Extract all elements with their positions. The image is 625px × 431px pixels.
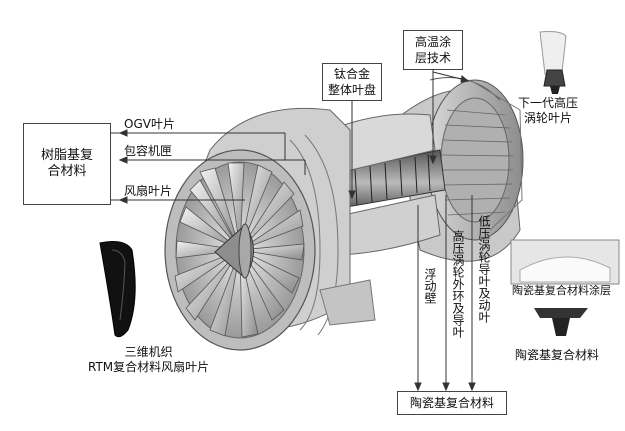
fan-casing xyxy=(164,107,351,351)
ceramic-coating-image xyxy=(510,239,620,285)
floating-wall-label: 浮动壁 xyxy=(423,268,437,304)
ceramic-matrix-box: 陶瓷基复合材料 xyxy=(397,391,507,415)
thermal-coating-box: 高温涂 层技术 xyxy=(403,30,463,70)
lp-turbine-vanes-label: 低压涡轮导叶及动叶 xyxy=(477,215,491,323)
fan-blade-label: 风扇叶片 xyxy=(124,184,173,198)
ogv-blade-label: OGV叶片 xyxy=(124,117,175,131)
ceramic-coating-label: 陶瓷基复合材料涂层 xyxy=(512,284,611,297)
leader-lines xyxy=(110,68,476,392)
ceramic-component-image xyxy=(534,308,588,336)
resin-composite-box: 树脂基复 合材料 xyxy=(23,123,111,205)
rtm-blade-image xyxy=(99,241,136,338)
hp-turbine-shroud-label: 高压涡轮外环及导叶 xyxy=(451,230,465,338)
containment-casing-label: 包容机匣 xyxy=(124,144,173,158)
rtm-fan-blade-label: 三维机织 RTM复合材料风扇叶片 xyxy=(88,345,210,374)
ceramic-matrix-label: 陶瓷基复合材料 xyxy=(515,348,600,362)
titanium-blisk-box: 钛合金 整体叶盘 xyxy=(322,63,382,101)
next-gen-turbine-blade-label: 下一代高压 涡轮叶片 xyxy=(518,96,579,125)
next-gen-blade-image xyxy=(539,31,567,94)
